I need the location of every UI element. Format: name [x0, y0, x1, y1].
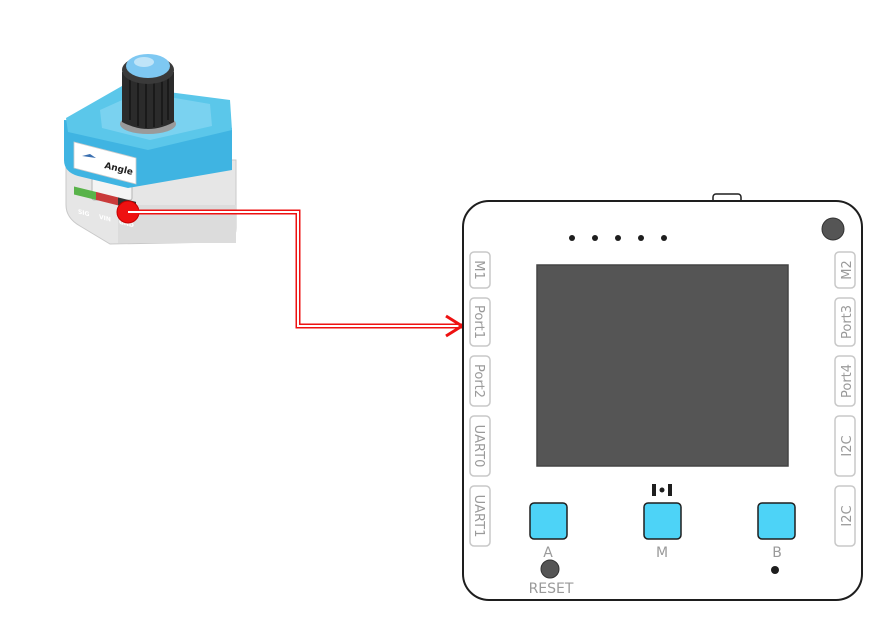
buttons: A M B [529, 502, 796, 561]
port-port3-label: Port3 [840, 305, 855, 339]
port-port1[interactable] [469, 297, 491, 347]
port-port4[interactable] [834, 355, 856, 407]
port-port2[interactable] [469, 355, 491, 407]
pin-strip-vin [96, 191, 118, 206]
power-button[interactable] [821, 217, 845, 241]
port-m2[interactable] [834, 251, 856, 289]
button-b-label: B [772, 545, 782, 561]
controller-board: M1 Port1 Port2 UART0 UART1 M2 Port3 Port… [462, 193, 863, 601]
port-i2c-1[interactable] [834, 415, 856, 477]
port-m1-label: M1 [471, 260, 486, 280]
pin-label-gnd: GND [119, 219, 134, 230]
logo-icon [82, 154, 96, 158]
port-port1-label: Port1 [471, 305, 486, 339]
button-m-label: M [656, 545, 668, 561]
port-i2c-2-label: I2C [840, 505, 855, 526]
right-ports: M2 Port3 Port4 I2C I2C [834, 251, 856, 547]
pin-label-vin: VIN [99, 214, 111, 224]
indicator-dot [771, 566, 779, 574]
button-b[interactable] [757, 502, 796, 540]
port-uart1-label: UART1 [471, 495, 486, 538]
port-uart1[interactable] [469, 485, 491, 547]
led-dot [592, 235, 598, 241]
port-uart0[interactable] [469, 415, 491, 477]
pin-strip-sig [74, 186, 96, 200]
led-dot [638, 235, 644, 241]
screen [536, 264, 789, 467]
button-a-label: A [543, 545, 553, 561]
led-dot [615, 235, 621, 241]
port-port2-label: Port2 [471, 364, 486, 398]
pin-label-sig: SIG [78, 209, 89, 219]
reset-label: RESET [529, 581, 574, 597]
led-dot [661, 235, 667, 241]
button-a[interactable] [529, 502, 568, 540]
button-m[interactable] [643, 502, 682, 540]
port-m1[interactable] [469, 251, 491, 289]
microphone-indicator-icon [652, 484, 672, 496]
reset-button[interactable] [540, 559, 560, 579]
port-uart0-label: UART0 [471, 425, 486, 468]
port-i2c-2[interactable] [834, 485, 856, 547]
left-ports: M1 Port1 Port2 UART0 UART1 [469, 251, 491, 547]
led-row [569, 235, 667, 241]
port-m2-label: M2 [840, 260, 855, 280]
angle-sensor-module: Angle SIG VIN GND [64, 54, 237, 245]
port-i2c-1-label: I2C [840, 435, 855, 456]
port-port4-label: Port4 [840, 364, 855, 398]
port-port3[interactable] [834, 297, 856, 347]
led-dot [569, 235, 575, 241]
module-label-sticker [73, 141, 137, 185]
